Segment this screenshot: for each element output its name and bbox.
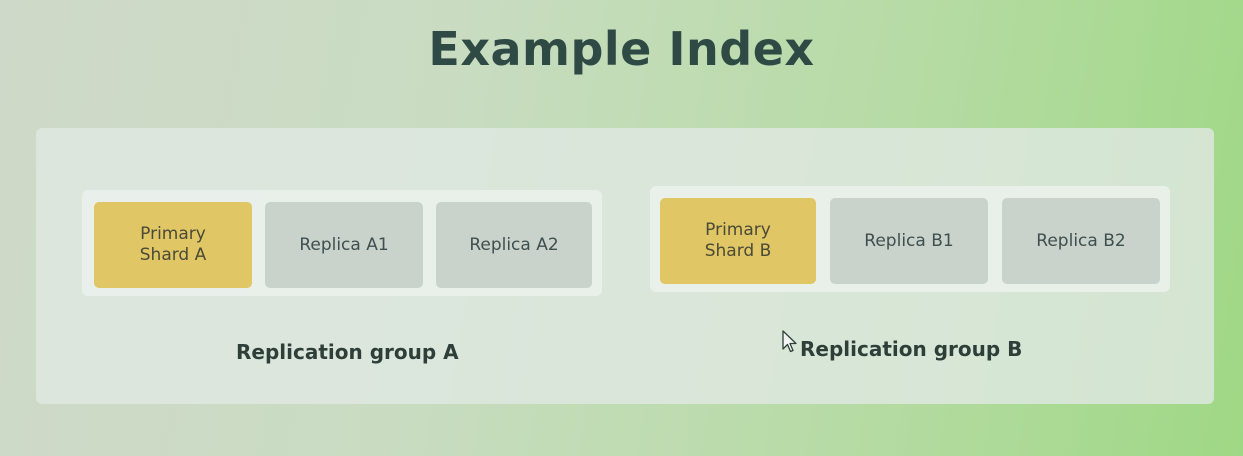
mouse-cursor-icon (782, 330, 797, 353)
replica-a2: Replica A2 (436, 202, 592, 288)
diagram-title: Example Index (428, 22, 815, 76)
primary-shard-a-label: Primary Shard A (139, 224, 207, 265)
replica-b1-label: Replica B1 (864, 230, 954, 251)
replica-a1-label: Replica A1 (299, 234, 389, 255)
primary-shard-b-label: Primary Shard B (704, 220, 772, 261)
replication-group-a-label: Replication group A (236, 340, 459, 364)
primary-shard-b: Primary Shard B (660, 198, 816, 284)
primary-shard-a: Primary Shard A (94, 202, 252, 288)
replica-b2: Replica B2 (1002, 198, 1160, 284)
replica-b2-label: Replica B2 (1036, 230, 1126, 251)
replica-b1: Replica B1 (830, 198, 988, 284)
replica-a1: Replica A1 (265, 202, 423, 288)
replica-a2-label: Replica A2 (469, 234, 559, 255)
replication-group-b-label: Replication group B (800, 337, 1023, 361)
